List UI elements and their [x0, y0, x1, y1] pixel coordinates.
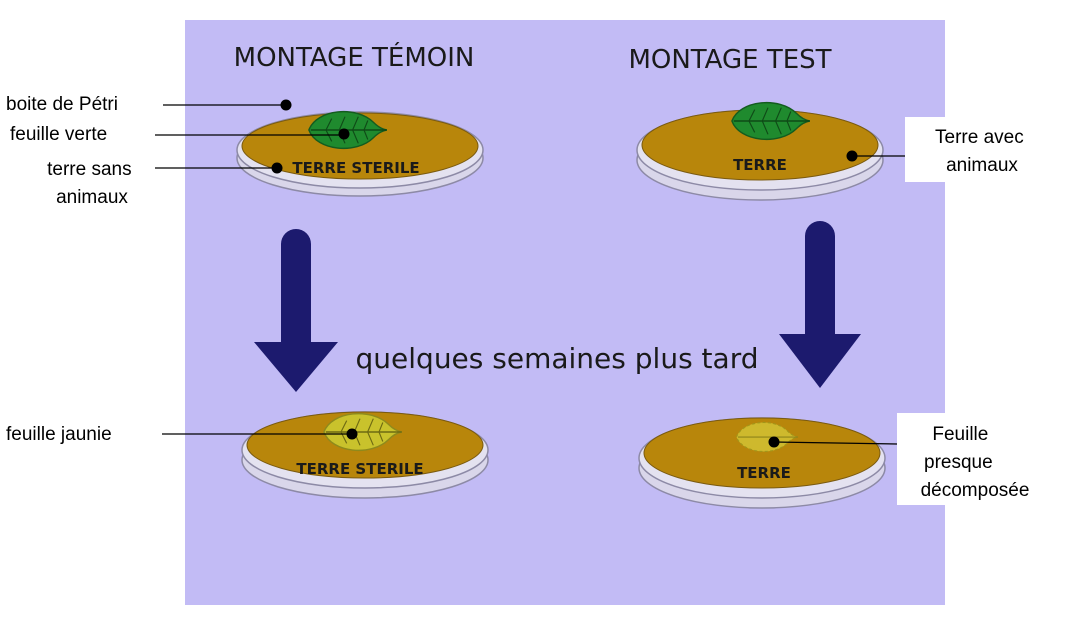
- callout-soil-no-animals: terre sans animaux: [47, 159, 137, 208]
- callout-dot-yellowed-leaf: [346, 428, 358, 440]
- callout-soil-with-animals: Terre avec animaux: [935, 127, 1029, 176]
- callout-box-decomposed-leaf: [897, 413, 1055, 505]
- petri-dish-test-after: TERRE: [638, 417, 886, 509]
- callout-box-soil-with-animals: [905, 117, 1055, 182]
- callout-yellowed-leaf: feuille jaunie: [6, 424, 112, 445]
- dish-label-control-before: TERRE STERILE: [292, 159, 419, 177]
- title-test: MONTAGE TEST: [628, 45, 831, 75]
- callout-soil-with-animals-line-2: animaux: [946, 155, 1018, 176]
- dish-label-test-after: TERRE: [737, 464, 791, 482]
- callout-green-leaf: feuille verte: [10, 124, 107, 145]
- petri-dish-control-after: TERRE STERILE: [241, 411, 489, 499]
- down-arrow-test: [779, 221, 861, 388]
- callout-decomposed-leaf-line-2: presque: [924, 452, 993, 473]
- transition-text: quelques semaines plus tard: [356, 342, 759, 375]
- callout-decomposed-leaf-line-1: Feuille: [932, 424, 988, 445]
- callout-soil-no-animals-line-1: terre sans: [47, 159, 131, 180]
- callout-dot-soil-no-animals: [271, 162, 283, 174]
- callout-petri-dish: boite de Pétri: [6, 94, 118, 115]
- callout-decomposed-leaf-line-3: décomposée: [921, 480, 1030, 501]
- yellowed-leaf: [323, 412, 403, 452]
- callout-decomposed-leaf: Feuille presque décomposée: [921, 424, 1030, 501]
- dish-label-control-after: TERRE STERILE: [296, 460, 423, 478]
- dish-label-test-before: TERRE: [733, 156, 787, 174]
- callout-dot-soil-with-animals: [846, 150, 858, 162]
- callout-dot-decomposed-leaf: [768, 436, 780, 448]
- callout-dot-petri-dish: [280, 99, 292, 111]
- petri-dish-test-before: TERRE: [636, 101, 884, 201]
- callout-soil-with-animals-line-1: Terre avec: [935, 127, 1024, 148]
- callout-soil-no-animals-line-2: animaux: [56, 187, 128, 208]
- petri-dish-control-before: TERRE STERILE: [236, 110, 484, 197]
- callout-dot-green-leaf: [338, 128, 350, 140]
- title-control: MONTAGE TÉMOIN: [234, 41, 475, 73]
- down-arrow-control: [254, 229, 338, 392]
- green-leaf-test: [731, 101, 811, 141]
- decomposed-leaf: [735, 421, 799, 453]
- callout-line-decomposed-leaf: [773, 441, 898, 445]
